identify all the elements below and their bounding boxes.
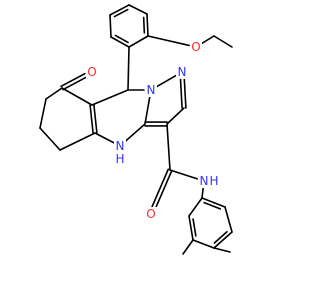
- bond: [114, 34, 129, 44]
- atom-label-n: N: [147, 83, 156, 97]
- atom-nh-amide: N H: [198, 174, 220, 188]
- bond: [60, 72, 86, 88]
- molecule-structure-diagram: N N O O N H O N H: [39, 4, 233, 255]
- bond: [45, 87, 63, 100]
- atom-label-background: [176, 65, 188, 79]
- bond: [188, 215, 194, 241]
- bond: [110, 36, 130, 48]
- atom-nitrogen-pyrazole-2: N: [176, 65, 188, 79]
- bond-layer: [39, 4, 233, 255]
- bond: [128, 35, 149, 48]
- bond: [93, 103, 98, 134]
- bond: [61, 87, 93, 106]
- atom-label-background: [114, 139, 126, 163]
- bond: [89, 104, 94, 135]
- atom-label-o: O: [87, 65, 96, 79]
- bond: [62, 76, 88, 91]
- atom-label-background: [86, 65, 98, 79]
- atom-label-o: O: [146, 207, 155, 221]
- bond: [179, 78, 183, 109]
- atom-label-layer: N N O O N H O N H: [86, 40, 220, 221]
- bond: [166, 107, 185, 125]
- bond: [201, 187, 204, 199]
- bond: [91, 89, 129, 106]
- bond: [201, 197, 226, 208]
- atom-label-background: [198, 174, 220, 188]
- atom-label-background: [145, 207, 157, 221]
- atom-label-n: N: [116, 139, 125, 153]
- bond: [192, 239, 215, 249]
- bond: [109, 4, 130, 16]
- bond: [151, 168, 170, 208]
- bond: [182, 239, 194, 255]
- atom-label-n: N: [200, 174, 209, 188]
- bond: [213, 230, 228, 244]
- bond: [169, 169, 199, 180]
- atom-label-h: H: [209, 174, 218, 188]
- bond: [188, 197, 203, 217]
- bond: [213, 35, 233, 48]
- atom-nh-ring: N H: [114, 139, 126, 166]
- atom-oxygen-ketone: O: [86, 65, 98, 79]
- bond: [146, 13, 149, 37]
- atom-label-o: O: [191, 40, 200, 54]
- bond: [147, 35, 190, 47]
- atom-label-background: [190, 40, 202, 54]
- atom-oxygen-amide: O: [145, 207, 157, 221]
- bond: [59, 132, 96, 151]
- bond: [201, 35, 215, 45]
- atom-label-n: N: [178, 65, 187, 79]
- bond: [213, 231, 233, 249]
- bond: [124, 123, 146, 143]
- bond: [127, 46, 130, 91]
- bond: [203, 201, 222, 210]
- bond: [154, 169, 173, 210]
- atom-label-background: [145, 83, 157, 97]
- bond: [94, 132, 115, 144]
- bond: [183, 78, 187, 109]
- bond: [39, 98, 47, 129]
- bond: [113, 8, 129, 18]
- bond: [109, 14, 112, 38]
- atom-nitrogen-pyrazole-1: N: [145, 83, 157, 97]
- bond: [166, 123, 171, 171]
- bond: [192, 218, 197, 237]
- bond: [144, 96, 151, 125]
- bond: [213, 247, 231, 253]
- bond: [39, 127, 61, 151]
- bond: [142, 16, 146, 34]
- bond: [128, 4, 148, 15]
- atom-label-h: H: [115, 152, 124, 166]
- bond: [224, 206, 233, 233]
- atom-oxygen-ether: O: [190, 40, 202, 54]
- bond: [156, 74, 177, 88]
